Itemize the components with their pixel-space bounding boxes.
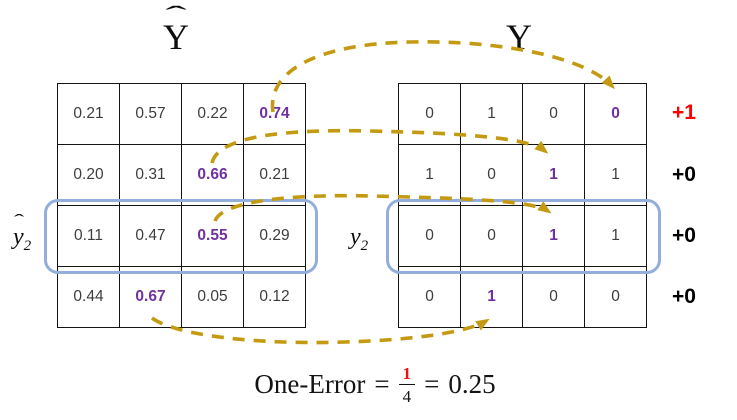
fraction-numerator: 1 [402, 364, 412, 383]
pred-cell-max: 0.67 [119, 266, 182, 328]
pred-cell-max: 0.66 [181, 144, 244, 206]
pred-cell: 0.31 [119, 144, 182, 206]
truth-cell: 1 [584, 205, 647, 267]
one-error-formula: One-Error = 1 4 = 0.25 [215, 358, 535, 410]
pred-cell: 0.57 [119, 83, 182, 145]
pred-cell: 0.20 [57, 144, 120, 206]
row-score-1: +1 [672, 101, 696, 124]
pred-cell: 0.12 [243, 266, 306, 328]
pred-title-letter: Y [163, 17, 189, 57]
truth-cell: 0 [522, 266, 585, 328]
pred-cell-max: 0.74 [243, 83, 306, 145]
formula-fraction: 1 4 [398, 364, 416, 405]
formula-equals-1: = [374, 368, 390, 399]
truth-cell: 1 [584, 144, 647, 206]
truth-cell: 0 [398, 205, 461, 267]
truth-cell: 0 [460, 205, 523, 267]
truth-cell: 0 [460, 144, 523, 206]
pred-cell: 0.29 [243, 205, 306, 267]
pred-cell: 0.21 [57, 83, 120, 145]
formula-name: One-Error [254, 368, 366, 399]
row-score-4: +0 [672, 285, 696, 308]
pred-cell: 0.44 [57, 266, 120, 328]
truth-cell: 1 [398, 144, 461, 206]
truth-cell-checked: 0 [584, 83, 647, 145]
truth-cell: 0 [522, 83, 585, 145]
truth-matrix: 0 1 0 0 1 0 1 1 0 0 1 1 0 1 0 0 [398, 83, 647, 328]
formula-equals-2: = [424, 368, 440, 399]
formula-result: 0.25 [448, 368, 496, 399]
pred-row-letter: y [13, 224, 24, 250]
pred-cell: 0.22 [181, 83, 244, 145]
truth-row-label: y2 [350, 224, 368, 255]
pred-cell: 0.11 [57, 205, 120, 267]
pred-cell: 0.47 [119, 205, 182, 267]
hat-accent: ˆ [165, 2, 187, 30]
truth-cell-checked: 1 [522, 144, 585, 206]
row-score-2: +0 [672, 163, 696, 186]
truth-cell: 0 [584, 266, 647, 328]
truth-cell-checked: 1 [460, 266, 523, 328]
truth-cell: 1 [460, 83, 523, 145]
truth-matrix-title: Y [506, 19, 532, 55]
truth-title-letter: Y [506, 17, 532, 57]
truth-cell-checked: 1 [522, 205, 585, 267]
hat-accent: ˆ [13, 212, 24, 229]
truth-row-subscript: 2 [360, 237, 369, 254]
pred-cell: 0.21 [243, 144, 306, 206]
fraction-denominator: 4 [398, 384, 416, 405]
pred-row-label: ˆ y 2 [13, 213, 32, 255]
pred-cell: 0.05 [181, 266, 244, 328]
truth-cell: 0 [398, 266, 461, 328]
pred-cell-max: 0.55 [181, 205, 244, 267]
pred-row-subscript: 2 [23, 237, 32, 254]
truth-cell: 0 [398, 83, 461, 145]
pred-matrix: 0.21 0.57 0.22 0.74 0.20 0.31 0.66 0.21 … [57, 83, 306, 328]
row-score-3: +0 [672, 224, 696, 247]
pred-matrix-title: ˆ Y [163, 4, 189, 57]
truth-row-letter: y [350, 224, 361, 250]
